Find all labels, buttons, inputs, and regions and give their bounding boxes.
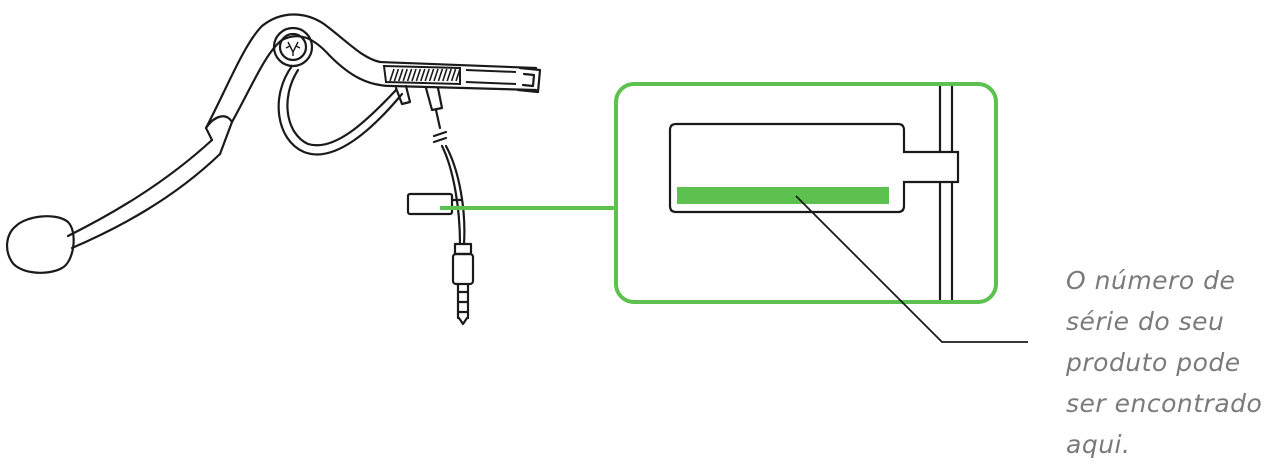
caption-line-2: série do seu — [1066, 307, 1225, 336]
razer-logo-icon — [285, 41, 301, 56]
ear-loop-wire-inner — [286, 68, 398, 147]
audio-plug-collar — [453, 242, 473, 256]
audio-plug-pin — [456, 282, 470, 326]
grille-slat — [406, 68, 413, 82]
grille-outline — [382, 64, 461, 86]
headband-end — [516, 66, 542, 94]
grille-slat — [402, 68, 408, 82]
band-connector-right — [424, 86, 444, 112]
caption-line-5: aqui. — [1066, 430, 1131, 459]
serial-number-bar — [677, 187, 889, 204]
grille-slat — [389, 68, 395, 82]
caption-line-1: O número de — [1066, 266, 1236, 295]
grille-slat — [455, 68, 461, 82]
headband-grille — [382, 64, 517, 86]
grille-slat — [450, 68, 457, 82]
grille-slat — [393, 68, 400, 82]
zoom-callout — [614, 82, 998, 304]
headband-slot — [465, 69, 517, 85]
headband-lower — [230, 35, 538, 124]
headband-upper — [204, 13, 538, 130]
grille-slat — [424, 68, 430, 82]
grille-slat — [442, 68, 448, 82]
headset-cable — [432, 108, 466, 246]
microphone-foam — [6, 215, 75, 274]
ear-loop-wire — [277, 64, 404, 156]
grille-slat — [398, 68, 404, 82]
grille-slat — [433, 68, 439, 82]
microphone-boom — [66, 138, 222, 250]
caption-line-3: produto pode — [1066, 348, 1241, 377]
ear-piece-inner — [278, 32, 308, 62]
audio-plug-body — [451, 252, 475, 286]
caption-line-4: ser encontrado — [1066, 389, 1263, 418]
grille-slat — [437, 68, 444, 82]
band-connector-left — [394, 84, 412, 106]
headband-end-inner — [521, 72, 536, 88]
caption-pointer-line — [795, 195, 1028, 343]
grille-slat — [428, 68, 435, 82]
headset-illustration — [6, 13, 542, 326]
serial-number-caption: O número de série do seu produto pode se… — [1066, 260, 1276, 465]
serial-label-tag — [406, 192, 454, 216]
grille-slat — [420, 68, 426, 82]
grille-slat — [411, 68, 417, 82]
grille-slat — [446, 68, 452, 82]
grille-slat — [415, 68, 422, 82]
